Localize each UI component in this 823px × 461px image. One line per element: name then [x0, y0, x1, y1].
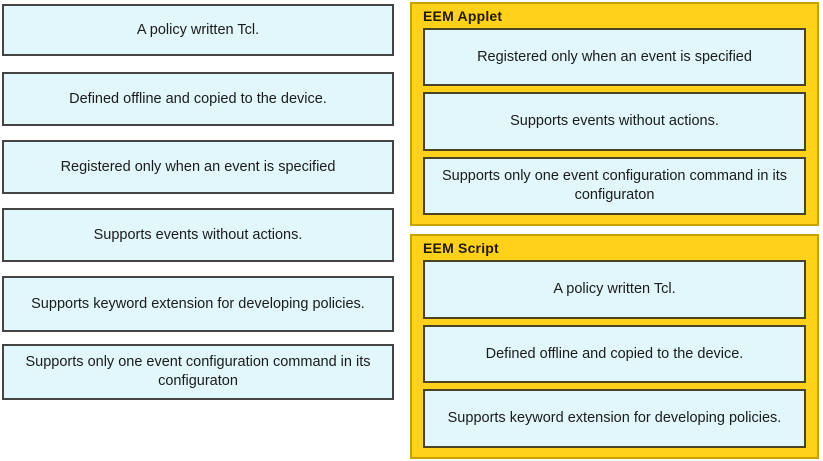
dropped-item-script-2[interactable]: Defined offline and copied to the device… — [423, 324, 806, 384]
panel-title-eem-applet: EEM Applet — [423, 8, 503, 24]
dropped-item-label: Defined offline and copied to the device… — [485, 345, 744, 362]
answer-choice-label: Supports only one event configuration co… — [25, 354, 371, 389]
dropped-item-label: Registered only when an event is specifi… — [477, 48, 752, 65]
answer-choice-4[interactable]: Supports events without actions. — [2, 208, 394, 262]
panel-eem-script[interactable]: EEM Script A policy written Tcl. Defined o… — [410, 234, 819, 459]
answer-choice-label: Supports keyword extension for developin… — [31, 295, 365, 312]
panel-title-eem-script: EEM Script — [423, 240, 499, 256]
answer-choice-label: Supports events without actions. — [93, 226, 303, 243]
dropped-item-label: Supports only one event configuration co… — [442, 168, 787, 203]
answer-choice-5[interactable]: Supports keyword extension for developin… — [2, 276, 394, 332]
dropped-item-label: A policy written Tcl. — [553, 281, 676, 298]
answer-choice-label: Defined offline and copied to the device… — [69, 90, 327, 107]
panel-body-eem-applet: Registered only when an event is specifi… — [423, 28, 806, 215]
dropped-item-applet-3[interactable]: Supports only one event configuration co… — [423, 156, 806, 215]
dropped-item-script-3[interactable]: Supports keyword extension for developin… — [423, 389, 806, 449]
answer-choice-6[interactable]: Supports only one event configuration co… — [2, 344, 394, 400]
panel-body-eem-script: A policy written Tcl. Defined offline and… — [423, 260, 806, 449]
answer-choice-2[interactable]: Defined offline and copied to the device… — [2, 72, 394, 126]
answer-choice-1[interactable]: A policy written Tcl. — [2, 4, 394, 56]
dropped-item-applet-2[interactable]: Supports events without actions. — [423, 92, 806, 151]
dropped-item-label: Supports keyword extension for developin… — [447, 410, 782, 427]
answer-choices-column: A policy written Tcl. Defined offline and… — [2, 2, 394, 402]
dropped-item-label: Supports events without actions. — [510, 113, 719, 130]
answer-choice-3[interactable]: Registered only when an event is specifi… — [2, 140, 394, 194]
answer-choice-label: Registered only when an event is specifi… — [60, 158, 336, 175]
dropped-item-script-1[interactable]: A policy written Tcl. — [423, 260, 806, 319]
dropped-item-applet-1[interactable]: Registered only when an event is specifi… — [423, 28, 806, 87]
answer-choice-label: A policy written Tcl. — [136, 21, 260, 38]
